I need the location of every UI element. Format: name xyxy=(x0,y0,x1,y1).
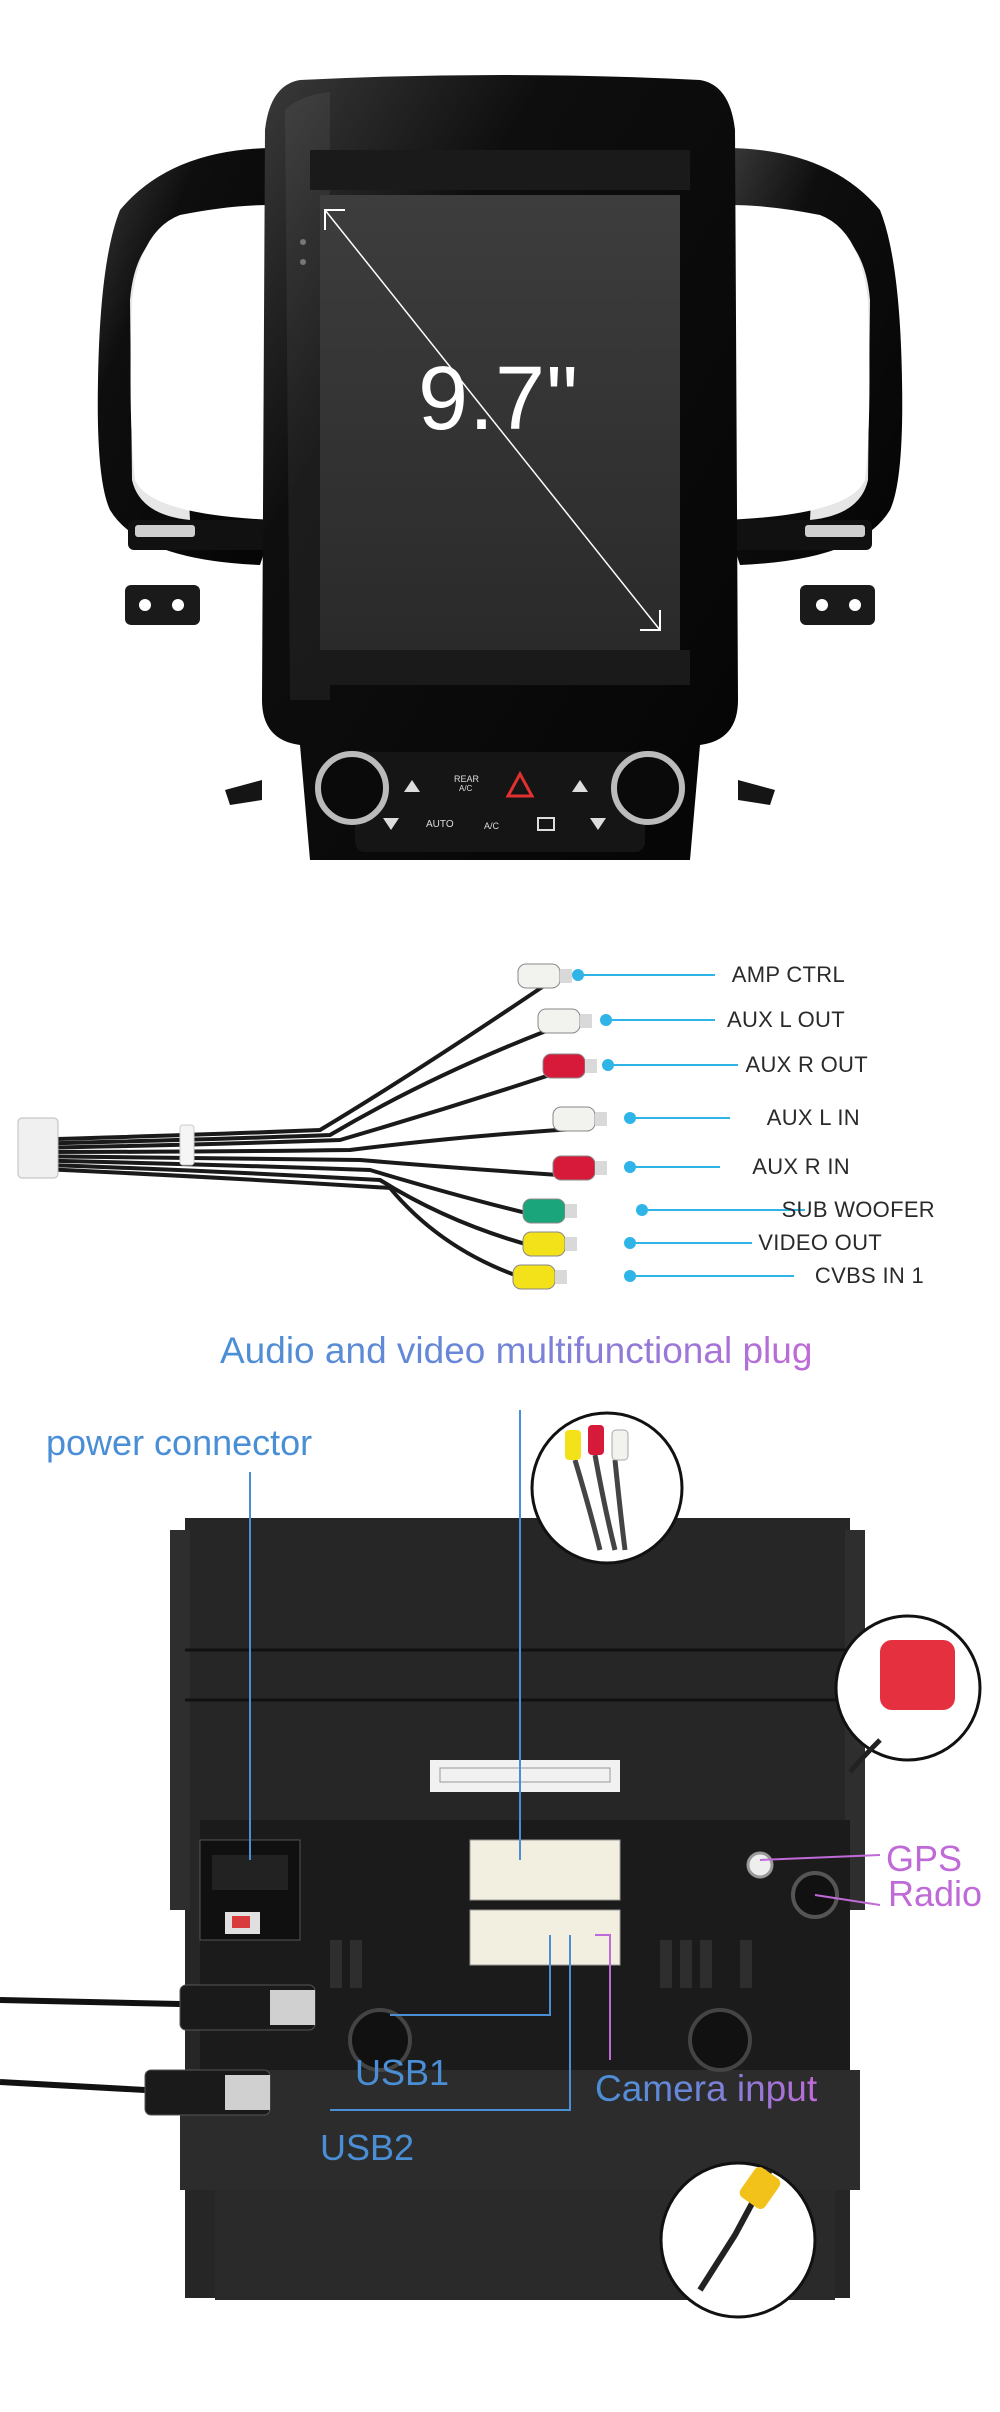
temp-down-left-icon xyxy=(383,818,399,830)
rca-plug-tip xyxy=(580,1014,592,1028)
callout-dot xyxy=(572,969,584,981)
av-plug-headline: Audio and video multifunctional plug xyxy=(220,1330,813,1371)
cable-label: AUX L IN xyxy=(766,1105,860,1130)
cable-label: AUX R OUT xyxy=(745,1052,868,1077)
rca-plug xyxy=(542,1053,586,1079)
cable-label: AMP CTRL xyxy=(731,962,845,987)
usb1-cable xyxy=(0,1997,181,2007)
left-knob[interactable] xyxy=(315,751,389,825)
display-screen xyxy=(320,195,680,650)
fan-down-right-icon xyxy=(590,818,606,830)
callout-dot xyxy=(602,1059,614,1071)
radio-label: Radio xyxy=(888,1873,983,1914)
av-plug-detail-circle xyxy=(530,1411,684,1565)
temp-up-left-icon xyxy=(404,780,420,792)
gps-label: GPS xyxy=(886,1838,963,1879)
defrost-icon xyxy=(537,817,555,831)
gps-port xyxy=(746,1851,774,1879)
usb2-label: USB2 xyxy=(320,2127,415,2168)
ac-button[interactable]: A/C xyxy=(484,821,500,831)
rca-plug xyxy=(552,1155,596,1181)
back-panel-view xyxy=(0,1410,982,2319)
rca-plug-tip xyxy=(595,1161,607,1175)
cable-label: VIDEO OUT xyxy=(758,1230,882,1255)
cooling-fan-left xyxy=(348,2008,412,2072)
usb-camera-connector-port xyxy=(469,1909,621,1966)
climate-control-panel xyxy=(355,752,645,852)
rear-ac-button-sublabel: A/C xyxy=(459,784,473,793)
camera-input-detail-circle xyxy=(659,2161,817,2319)
callout-dot xyxy=(624,1270,636,1282)
rca-plug-tip xyxy=(595,1112,607,1126)
cable-label: AUX L OUT xyxy=(726,1007,845,1032)
rca-cable-harness xyxy=(17,973,591,1288)
hazard-icon xyxy=(505,770,535,798)
cable-callouts xyxy=(512,963,805,1290)
rca-plug-tip xyxy=(565,1204,577,1218)
fan-up-right-icon xyxy=(572,780,588,792)
callout-dot xyxy=(624,1161,636,1173)
head-unit-front xyxy=(97,75,903,860)
cable-label: AUX R IN xyxy=(752,1154,850,1179)
usb2-cable xyxy=(0,2079,146,2093)
cable-label: SUB WOOFER xyxy=(781,1197,935,1222)
callout-dot xyxy=(624,1112,636,1124)
rca-plug xyxy=(522,1231,566,1257)
callout-dot xyxy=(624,1237,636,1249)
auto-button[interactable]: AUTO xyxy=(426,819,454,830)
left-vent-frame xyxy=(97,148,275,565)
cooling-fan-right xyxy=(688,2008,752,2072)
rca-plug xyxy=(517,963,561,989)
rca-plug xyxy=(552,1106,596,1132)
harness-connector xyxy=(17,1117,59,1179)
rca-plug-tip xyxy=(555,1270,567,1284)
right-vent-frame xyxy=(725,148,903,565)
rca-plug xyxy=(537,1008,581,1034)
rca-plug-tip xyxy=(565,1237,577,1251)
power-connector-label: power connector xyxy=(46,1422,313,1463)
rca-plug-tip xyxy=(585,1059,597,1073)
callout-dot xyxy=(636,1204,648,1216)
right-knob[interactable] xyxy=(611,751,685,825)
rca-plug xyxy=(522,1198,566,1224)
camera-input-label: Camera input xyxy=(595,2068,818,2109)
screen-size-label: 9.7" xyxy=(418,349,580,449)
rear-ac-button-label[interactable]: REAR xyxy=(454,774,480,784)
callout-dot xyxy=(600,1014,612,1026)
rca-plug-tip xyxy=(560,969,572,983)
rca-plug xyxy=(512,1264,556,1290)
usb1-label: USB1 xyxy=(355,2052,450,2093)
av-connector-port xyxy=(469,1839,621,1901)
diagonal-line xyxy=(324,209,661,631)
cable-label: CVBS IN 1 xyxy=(814,1263,924,1288)
serial-sticker xyxy=(430,1760,620,1792)
